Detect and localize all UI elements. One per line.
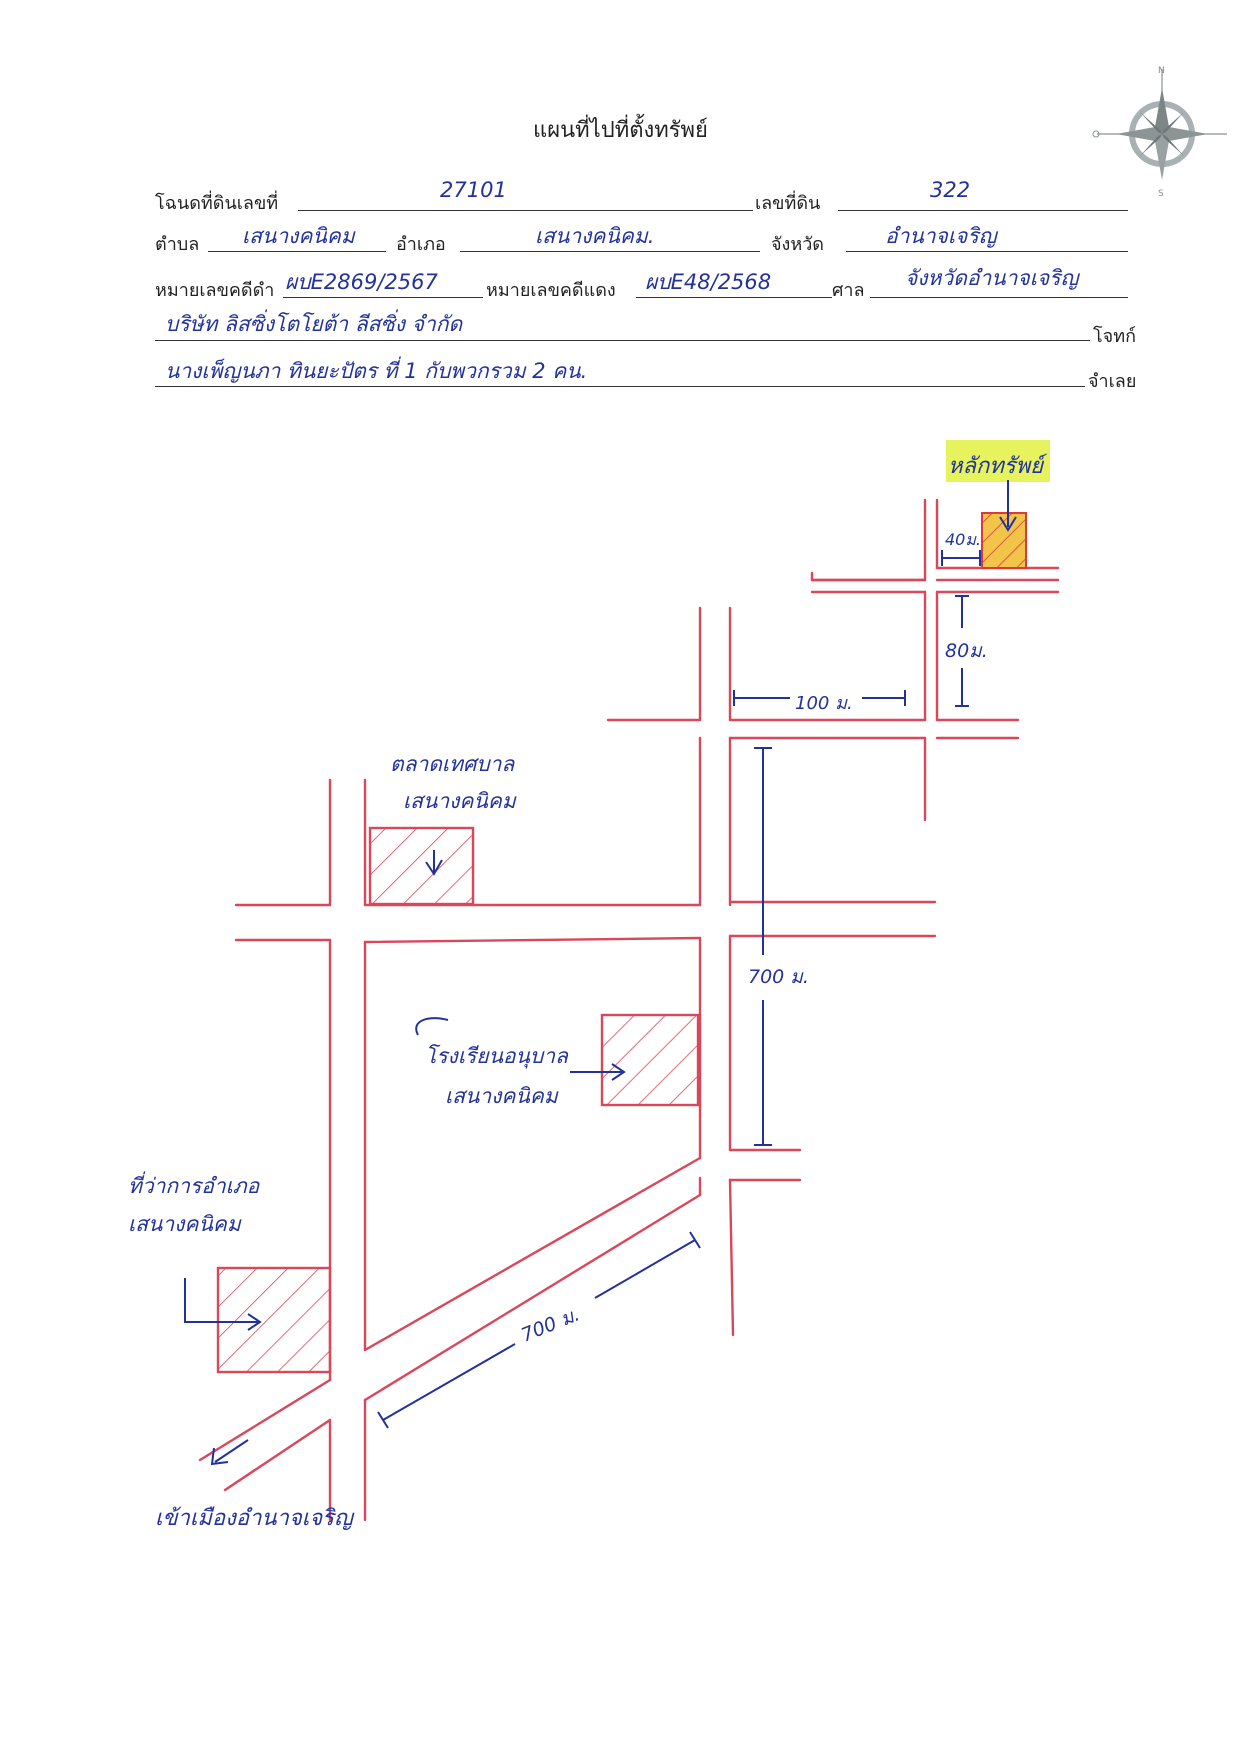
dist-40m-label: 40ม. — [945, 530, 981, 549]
dist-700m-vertical-label: 700 ม. — [748, 966, 809, 988]
red-case-value: ผบE48/2568 — [645, 270, 772, 294]
school-label-line2: เสนางคนิคม — [445, 1084, 558, 1108]
dist-80m-label: 80ม. — [945, 640, 988, 662]
market-label-line1: ตลาดเทศบาล — [390, 752, 515, 776]
black-case-value: ผบE2869/2567 — [285, 270, 438, 294]
school-building — [600, 1013, 700, 1107]
plaintiff-underline — [155, 340, 1090, 341]
market-label-line2: เสนางคนิคม — [403, 789, 516, 813]
district-office-building — [216, 1266, 332, 1374]
district-office-label-line1: ที่ว่าการอำเภอ — [128, 1174, 260, 1198]
school-label-line1: โรงเรียนอนุบาล — [425, 1044, 568, 1068]
red-case-underline — [636, 297, 832, 298]
province-label: จังหวัด — [771, 234, 824, 255]
plaintiff-value: บริษัท ลิสซิ่งโตโยต้า ลีสซิ่ง จำกัด — [165, 312, 463, 336]
province-underline — [846, 251, 1128, 252]
market-building — [368, 826, 475, 906]
defendant-value: นางเพ็ญนภา ทินยะปัตร ที่ 1 กับพวกรวม 2 ค… — [165, 359, 588, 383]
province-value: อำนาจเจริญ — [885, 224, 997, 248]
subdistrict-value: เสนางคนิคม — [242, 224, 355, 248]
red-case-label: หมายเลขคดีแดง — [486, 280, 616, 301]
deed-number-underline — [298, 210, 753, 211]
district-underline — [460, 251, 760, 252]
defendant-label: จำเลย — [1088, 371, 1137, 392]
plaintiff-label: โจทก์ — [1093, 326, 1136, 347]
property-label: หลักทรัพย์ — [948, 454, 1044, 479]
deed-number-value: 27101 — [440, 178, 507, 202]
property-label-highlight — [946, 440, 1050, 482]
subdistrict-label: ตำบล — [155, 234, 200, 255]
page-title: แผนที่ไปที่ตั้งทรัพย์ — [533, 118, 708, 143]
court-label: ศาล — [832, 280, 865, 301]
court-value: จังหวัดอำนาจเจริญ — [905, 266, 1079, 290]
court-underline — [870, 297, 1128, 298]
dist-100m-label: 100 ม. — [795, 693, 853, 714]
deed-number-label: โฉนดที่ดินเลขที่ — [155, 193, 279, 214]
subdistrict-underline — [208, 251, 386, 252]
to-city-label: เข้าเมืองอำนาจเจริญ — [155, 1506, 353, 1531]
land-number-underline — [838, 210, 1128, 211]
compass-south-label: S — [1158, 189, 1164, 199]
land-number-value: 322 — [930, 178, 971, 202]
district-value: เสนางคนิคม. — [535, 224, 655, 248]
black-case-underline — [283, 297, 483, 298]
compass-north-label: N — [1158, 66, 1165, 76]
roads — [198, 498, 1060, 1522]
land-number-label: เลขที่ดิน — [755, 193, 821, 214]
district-label: อำเภอ — [396, 234, 446, 255]
black-case-label: หมายเลขคดีดำ — [155, 280, 275, 301]
district-office-label-line2: เสนางคนิคม — [128, 1212, 241, 1236]
defendant-underline — [155, 386, 1085, 387]
